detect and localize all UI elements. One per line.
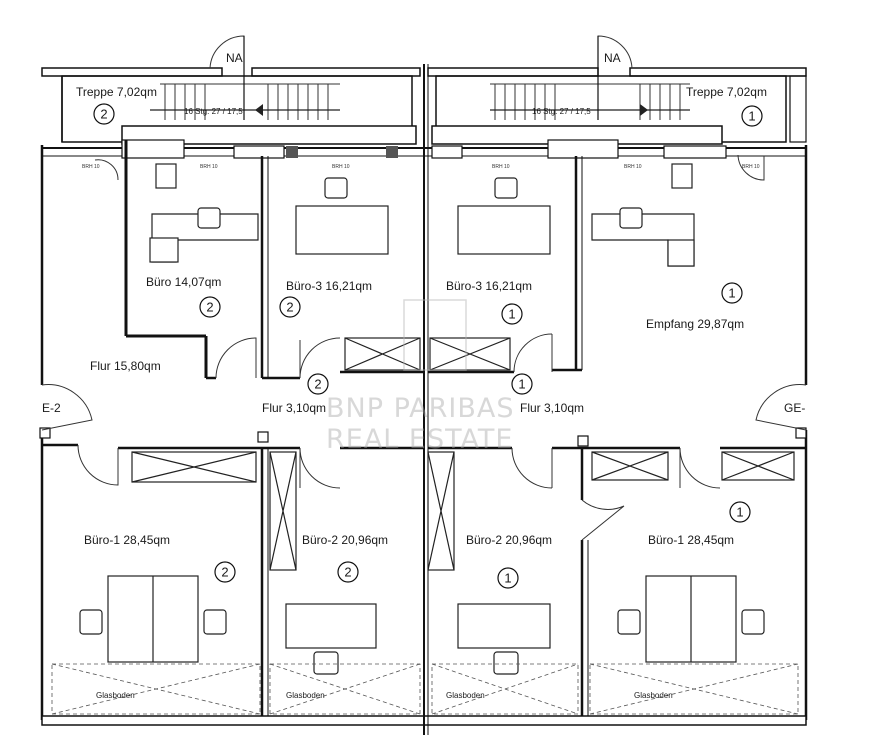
flur-left-label: Flur 3,10qm xyxy=(262,401,326,415)
svg-text:1: 1 xyxy=(728,286,735,301)
desk-buero3-left xyxy=(295,205,389,255)
svg-text:1: 1 xyxy=(504,571,511,586)
desk-buero2-left xyxy=(285,603,377,649)
glasboden-label: Glasboden xyxy=(96,691,135,700)
marker-buero2-left: 2 xyxy=(337,561,359,583)
room-labels: NA NA Treppe 7,02qm Treppe 7,02qm 16 Stg… xyxy=(42,51,805,700)
furniture xyxy=(79,163,765,675)
desk-buero3-right xyxy=(457,205,551,255)
watermark: BNP PARIBAS REAL ESTATE xyxy=(326,299,514,455)
watermark-line1: BNP PARIBAS xyxy=(326,393,514,424)
svg-text:2: 2 xyxy=(206,300,213,315)
svg-text:1: 1 xyxy=(518,377,525,392)
buero-small-label: Büro 14,07qm xyxy=(146,275,221,289)
brh-label: BRH 10 xyxy=(492,164,510,170)
desk-buero2-right xyxy=(457,603,551,649)
marker-flur-right: 1 xyxy=(511,373,533,395)
glass-floor-zones xyxy=(51,663,799,715)
na-label-left: NA xyxy=(226,51,243,65)
marker-buero-small: 2 xyxy=(199,296,221,318)
buero2-left-label: Büro-2 20,96qm xyxy=(302,533,388,547)
svg-text:2: 2 xyxy=(221,565,228,580)
svg-text:2: 2 xyxy=(286,300,293,315)
stairs-label-right: 16 Stg. 27 / 17,5 xyxy=(532,107,591,116)
buero1-left-label: Büro-1 28,45qm xyxy=(84,533,170,547)
stairs-label-left: 16 Stg. 27 / 17,5 xyxy=(184,107,243,116)
marker-buero2-right: 1 xyxy=(497,567,519,589)
svg-text:2: 2 xyxy=(314,377,321,392)
svg-text:2: 2 xyxy=(100,107,107,122)
treppe-label-left: Treppe 7,02qm xyxy=(76,85,157,99)
marker-treppe-right: 1 xyxy=(741,105,763,127)
svg-text:1: 1 xyxy=(508,307,515,322)
marker-buero1-left: 2 xyxy=(214,561,236,583)
watermark-line2: REAL ESTATE xyxy=(326,424,513,455)
buero3-left-label: Büro-3 16,21qm xyxy=(286,279,372,293)
flur-large-label: Flur 15,80qm xyxy=(90,359,161,373)
marker-buero1-right: 1 xyxy=(729,501,751,523)
ge-left-label: E-2 xyxy=(42,401,61,415)
brh-label: BRH 10 xyxy=(332,164,350,170)
marker-flur-left: 2 xyxy=(307,373,329,395)
watermark-logo xyxy=(403,299,467,371)
doors xyxy=(41,154,807,541)
flur-right-label: Flur 3,10qm xyxy=(520,401,584,415)
chairs xyxy=(79,177,765,675)
brh-label: BRH 10 xyxy=(624,164,642,170)
bottom-row-walls xyxy=(39,427,807,716)
cabinets xyxy=(131,337,795,571)
glasboden-label: Glasboden xyxy=(634,691,673,700)
brh-label: BRH 10 xyxy=(200,164,218,170)
treppe-label-right: Treppe 7,02qm xyxy=(686,85,767,99)
glasboden-label: Glasboden xyxy=(286,691,325,700)
svg-text:1: 1 xyxy=(736,505,743,520)
marker-treppe-left: 2 xyxy=(93,103,115,125)
stairwell-left xyxy=(61,35,417,145)
marker-buero3-right: 1 xyxy=(501,303,523,325)
buero1-right-label: Büro-1 28,45qm xyxy=(648,533,734,547)
brh-label: BRH 10 xyxy=(742,164,760,170)
brh-label: BRH 10 xyxy=(82,164,100,170)
ge-right-label: GE- xyxy=(784,401,805,415)
buero3-right-label: Büro-3 16,21qm xyxy=(446,279,532,293)
na-label-right: NA xyxy=(604,51,621,65)
svg-text:1: 1 xyxy=(748,109,755,124)
marker-buero3-left: 2 xyxy=(279,296,301,318)
buero2-right-label: Büro-2 20,96qm xyxy=(466,533,552,547)
outer-walls xyxy=(40,64,808,735)
top-row-walls xyxy=(42,139,806,380)
area-markers: 2 1 2 2 1 1 2 1 xyxy=(93,103,763,589)
glasboden-label: Glasboden xyxy=(446,691,485,700)
svg-text:2: 2 xyxy=(344,565,351,580)
empfang-label: Empfang 29,87qm xyxy=(646,317,744,331)
marker-empfang: 1 xyxy=(721,282,743,304)
